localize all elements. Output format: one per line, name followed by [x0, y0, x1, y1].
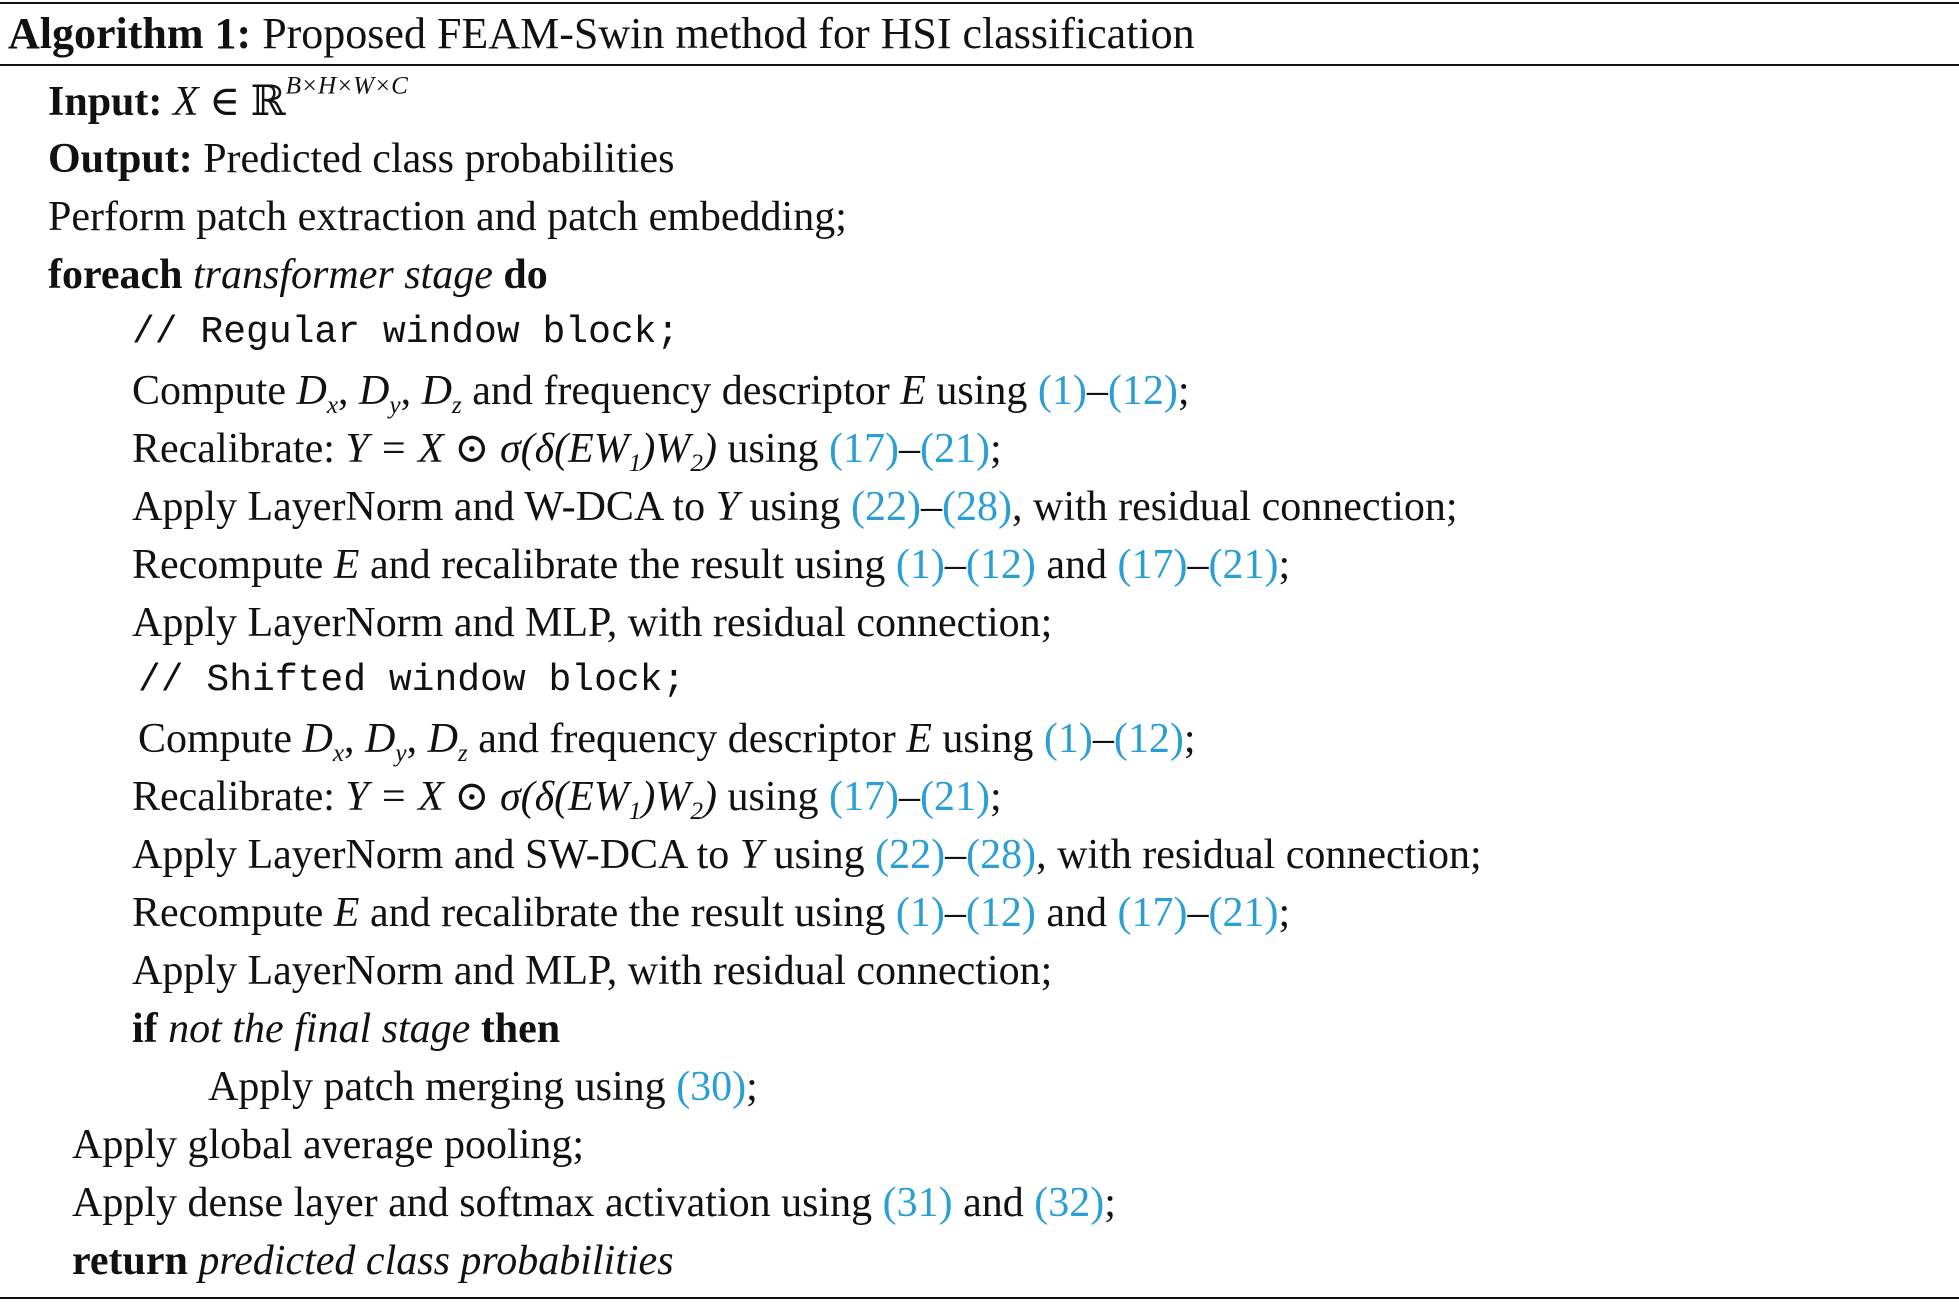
header-rule	[0, 64, 1959, 66]
ref-link[interactable]: (17)	[1117, 542, 1188, 588]
ref-link[interactable]: (17)	[1117, 890, 1188, 936]
output-line: Output: Predicted class probabilities	[48, 136, 675, 182]
ref-link[interactable]: (12)	[965, 542, 1036, 588]
ref-link[interactable]: (31)	[882, 1180, 953, 1226]
compute-line-1: Compute Dx, Dy, Dz and frequency descrip…	[132, 368, 1190, 419]
ref-link[interactable]: (32)	[1034, 1180, 1105, 1226]
ref-link[interactable]: (1)	[1037, 368, 1087, 414]
ref-link[interactable]: (22)	[875, 832, 946, 878]
patch-merging-line: Apply patch merging using (30);	[208, 1064, 758, 1110]
mlp-line-1: Apply LayerNorm and MLP, with residual c…	[132, 600, 1053, 646]
ref-link[interactable]: (28)	[966, 832, 1037, 878]
ref-link[interactable]: (12)	[1113, 716, 1184, 762]
recalibrate-line-2: Recalibrate: Y = X ⊙ σ(δ(EW1)W2) using (…	[132, 774, 1002, 825]
comment-regular-window: // Regular window block;	[132, 311, 680, 354]
ref-link[interactable]: (17)	[828, 426, 899, 472]
mlp-line-2: Apply LayerNorm and MLP, with residual c…	[132, 948, 1053, 994]
ref-link[interactable]: (22)	[851, 484, 921, 530]
ref-link[interactable]: (12)	[1107, 368, 1178, 414]
recompute-line-1: Recompute E and recalibrate the result u…	[132, 542, 1291, 588]
recompute-line-2: Recompute E and recalibrate the result u…	[132, 890, 1291, 936]
ref-link[interactable]: (21)	[919, 774, 990, 820]
comment-shifted-window: // Shifted window block;	[138, 659, 686, 702]
ref-link[interactable]: (1)	[895, 542, 945, 588]
algorithm-caption: Proposed FEAM-Swin method for HSI classi…	[262, 9, 1195, 58]
return-line: return predicted class probabilities	[72, 1238, 674, 1284]
if-line: if not the final stage then	[132, 1006, 561, 1052]
recalibrate-line-1: Recalibrate: Y = X ⊙ σ(δ(EW1)W2) using (…	[132, 426, 1002, 477]
ref-link[interactable]: (21)	[919, 426, 990, 472]
input-line: Input: X ∈ ℝB×H×W×C	[48, 72, 408, 125]
algorithm-title: Algorithm 1: Proposed FEAM-Swin method f…	[8, 6, 1195, 62]
ref-link[interactable]: (21)	[1208, 542, 1279, 588]
foreach-line: foreach transformer stage do	[48, 252, 548, 298]
ref-link[interactable]: (30)	[676, 1064, 747, 1110]
top-rule	[0, 2, 1959, 4]
ref-link[interactable]: (21)	[1208, 890, 1279, 936]
patch-line: Perform patch extraction and patch embed…	[48, 194, 847, 240]
compute-line-2: Compute Dx, Dy, Dz and frequency descrip…	[138, 716, 1196, 767]
algorithm-label: Algorithm 1:	[8, 9, 252, 58]
apply-swdca-line: Apply LayerNorm and SW-DCA to Y using (2…	[132, 832, 1482, 878]
ref-link[interactable]: (28)	[942, 484, 1012, 530]
ref-link[interactable]: (12)	[965, 890, 1036, 936]
bottom-rule	[0, 1297, 1959, 1299]
ref-link[interactable]: (17)	[828, 774, 899, 820]
apply-wdca-line: Apply LayerNorm and W-DCA to Y using (22…	[132, 484, 1458, 530]
ref-link[interactable]: (1)	[1043, 716, 1093, 762]
dense-line: Apply dense layer and softmax activation…	[72, 1180, 1116, 1226]
gap-line: Apply global average pooling;	[72, 1122, 585, 1168]
ref-link[interactable]: (1)	[895, 890, 945, 936]
